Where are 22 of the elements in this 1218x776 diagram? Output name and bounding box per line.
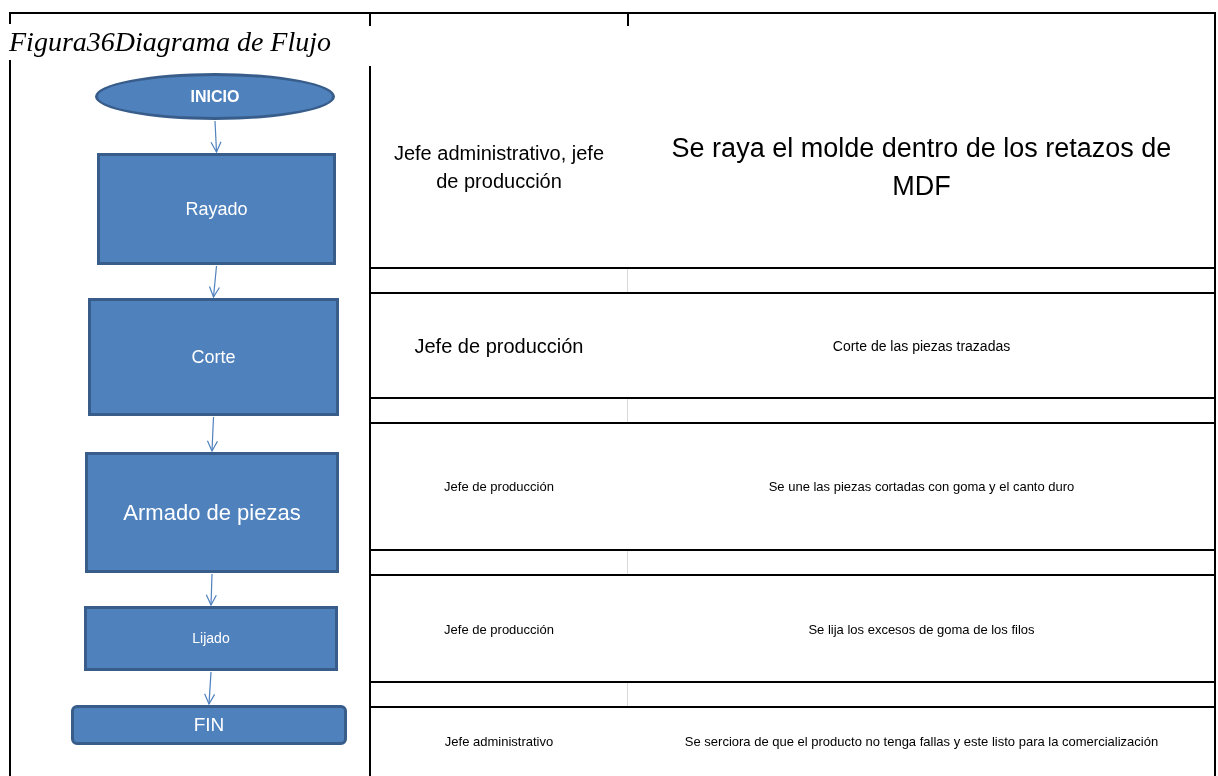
table-cell-text: Se lija los excesos de goma de los filos xyxy=(807,620,1036,639)
figure-title: Figura36Diagrama de Flujo xyxy=(7,24,333,60)
arrow xyxy=(208,265,221,298)
table-cell-text: Se une las piezas cortadas con goma y el canto duro xyxy=(767,478,1076,497)
table-cell-text: Jefe de producción xyxy=(413,333,585,359)
arrow xyxy=(204,671,216,705)
table-cell-text: Jefe administrativo xyxy=(443,733,555,752)
table-cell-text: Se raya el molde dentro de los retazos de MDF xyxy=(670,132,1173,203)
process-box: Rayado xyxy=(97,153,336,265)
process-box: Lijado xyxy=(84,606,338,671)
terminal-ellipse: INICIO xyxy=(95,73,335,120)
arrow xyxy=(205,573,217,606)
terminal-box: FIN xyxy=(71,705,347,745)
table-cell-text: Se serciora de que el producto no tenga fallas y este listo para la comercialización xyxy=(683,733,1160,752)
arrow xyxy=(210,120,222,153)
table-cell-text: Jefe de producción xyxy=(443,620,555,639)
process-box: Armado de piezas xyxy=(85,452,339,573)
arrow xyxy=(206,416,219,452)
table-cell-text: Jefe administrativo, jefe de producción xyxy=(392,141,606,194)
table-cell-text: Jefe de producción xyxy=(443,478,555,497)
process-box: Corte xyxy=(88,298,339,416)
table-cell-text: Corte de las piezas trazadas xyxy=(831,336,1012,356)
